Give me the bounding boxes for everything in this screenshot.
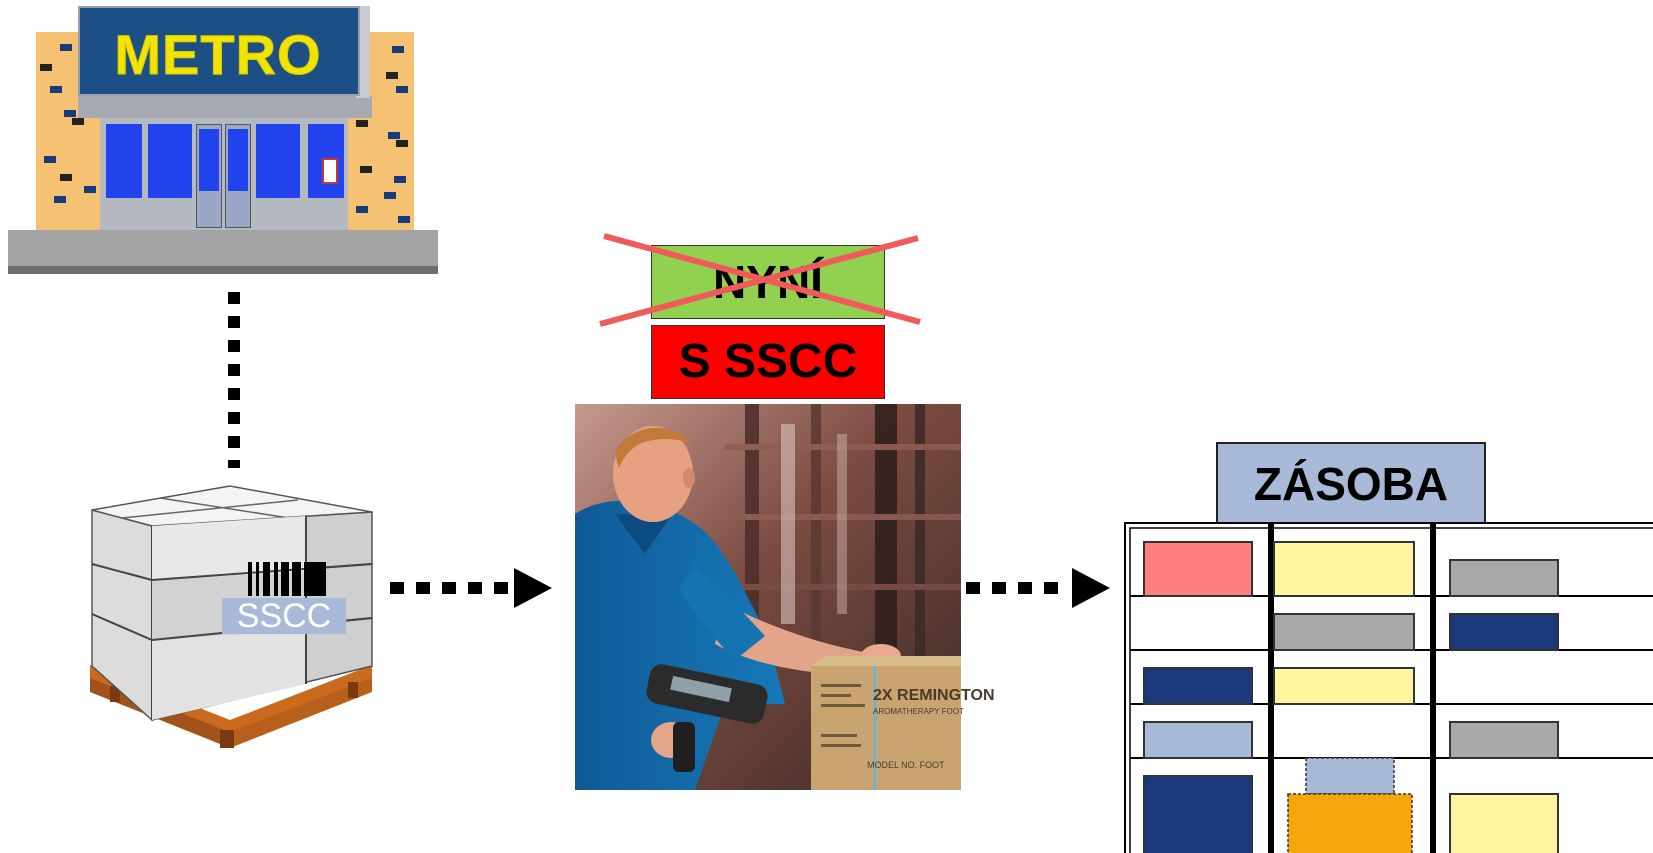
- wall-brick: [360, 166, 372, 173]
- metro-store-illustration: METRO: [0, 0, 470, 290]
- stock-item: [1143, 667, 1253, 705]
- pavement-edge: [8, 266, 438, 274]
- barcode-icon: [248, 562, 326, 596]
- new-stock-item: [1305, 757, 1395, 795]
- shop-window: [256, 124, 300, 198]
- wall-brick: [384, 192, 396, 199]
- wall-brick: [60, 174, 72, 181]
- wall-brick: [40, 64, 52, 71]
- warehouse-worker-scanning-photo: 2X REMINGTON AROMATHERAPY FOOT MODEL NO.…: [575, 404, 995, 790]
- pallet-slot: [348, 682, 358, 698]
- arrow-right-icon: [1072, 568, 1110, 608]
- store-to-pallet-connector: [228, 292, 240, 468]
- stock-item: [1143, 721, 1253, 759]
- inventory-shelf: [1124, 522, 1653, 853]
- stock-item: [1449, 721, 1559, 759]
- scan-to-stock-connector: [966, 582, 1070, 594]
- sscc-label: SSCC: [222, 598, 346, 634]
- wall-brick: [72, 118, 84, 125]
- wall-brick: [386, 72, 398, 79]
- carton-model-text: MODEL NO. FOOT: [867, 760, 945, 770]
- inventory-title: ZÁSOBA: [1216, 442, 1486, 524]
- with-sscc-label: S SSCC: [651, 325, 885, 399]
- pallet-slot: [220, 730, 234, 748]
- wall-brick: [84, 186, 96, 193]
- stock-item: [1273, 541, 1415, 597]
- wall-brick: [398, 216, 410, 223]
- stock-item: [1273, 667, 1415, 705]
- store-awning: [78, 96, 372, 118]
- wall-brick: [356, 206, 368, 213]
- wall-brick: [60, 44, 72, 51]
- wall-brick: [394, 176, 406, 183]
- pallet-base-side: [230, 678, 372, 748]
- new-stock-item: [1287, 793, 1413, 853]
- stock-item: [1449, 559, 1559, 597]
- stock-item: [1449, 613, 1559, 651]
- arrow-right-icon: [514, 568, 552, 608]
- wall-brick: [356, 120, 368, 127]
- cross-out-icon: [599, 233, 921, 327]
- wall-brick: [54, 196, 66, 203]
- metro-logo-panel: [88, 26, 342, 84]
- wall-brick: [396, 140, 408, 147]
- store-door-left: [196, 124, 222, 228]
- carton-product-text: AROMATHERAPY FOOT: [873, 707, 964, 716]
- shop-window: [106, 124, 142, 198]
- stock-item: [1273, 613, 1415, 651]
- wall-brick: [396, 86, 408, 93]
- carton-brand-text: 2X REMINGTON: [873, 687, 995, 704]
- metro-logo: METRO: [114, 23, 322, 87]
- stock-item: [1143, 541, 1253, 597]
- pallet-slot: [110, 686, 120, 702]
- handheld-scanner-icon: [646, 664, 768, 772]
- wall-brick: [64, 110, 76, 117]
- store-door-right: [225, 124, 251, 228]
- stock-item: [1449, 793, 1559, 853]
- wall-brick: [392, 46, 404, 53]
- wall-brick: [388, 132, 400, 139]
- wall-brick: [44, 156, 56, 163]
- stock-item: [1143, 775, 1253, 853]
- shop-window: [148, 124, 192, 198]
- window-poster: [322, 158, 338, 184]
- pallet-to-scan-connector: [390, 582, 510, 594]
- wall-brick: [50, 86, 62, 93]
- store-pavement: [8, 230, 438, 268]
